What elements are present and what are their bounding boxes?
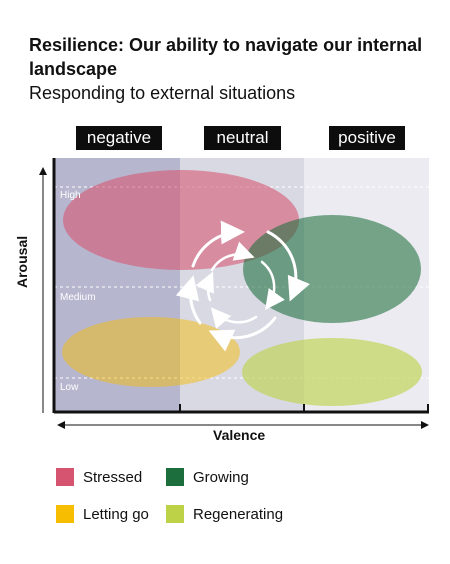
y-axis-label: Arousal (14, 235, 30, 288)
regenerating-zone (242, 338, 422, 406)
legend-item-stressed: Stressed (56, 468, 142, 486)
legend-label-letting-go: Letting go (83, 505, 149, 523)
band-label-negative: negative (76, 126, 162, 150)
level-label-low: Low (60, 382, 79, 393)
x-axis-label: Valence (213, 427, 266, 443)
legend-label-growing: Growing (193, 468, 249, 486)
legend-item-letting-go: Letting go (56, 505, 149, 523)
cycle-arrows-icon (175, 220, 310, 352)
band-label-positive: positive (329, 126, 405, 150)
letting-go-zone (62, 317, 240, 387)
legend-swatch-growing (166, 468, 184, 486)
legend-swatch-letting-go (56, 505, 74, 523)
diagram-subtitle: Responding to external situations (29, 83, 296, 103)
legend-item-regenerating: Regenerating (166, 505, 283, 523)
legend-swatch-regenerating (166, 505, 184, 523)
legend-label-regenerating: Regenerating (193, 505, 284, 523)
diagram-title: Resilience: Our ability to navigate our … (29, 35, 423, 79)
band-label-neutral: neutral (204, 126, 281, 150)
legend-item-growing: Growing (166, 468, 249, 486)
inner-cycle-arrows-icon (195, 241, 285, 329)
growing-zone (243, 215, 421, 323)
level-label-medium: Medium (60, 292, 96, 303)
legend-label-stressed: Stressed (83, 468, 143, 486)
legend-swatch-stressed (56, 468, 74, 486)
level-label-high: High (60, 190, 81, 201)
